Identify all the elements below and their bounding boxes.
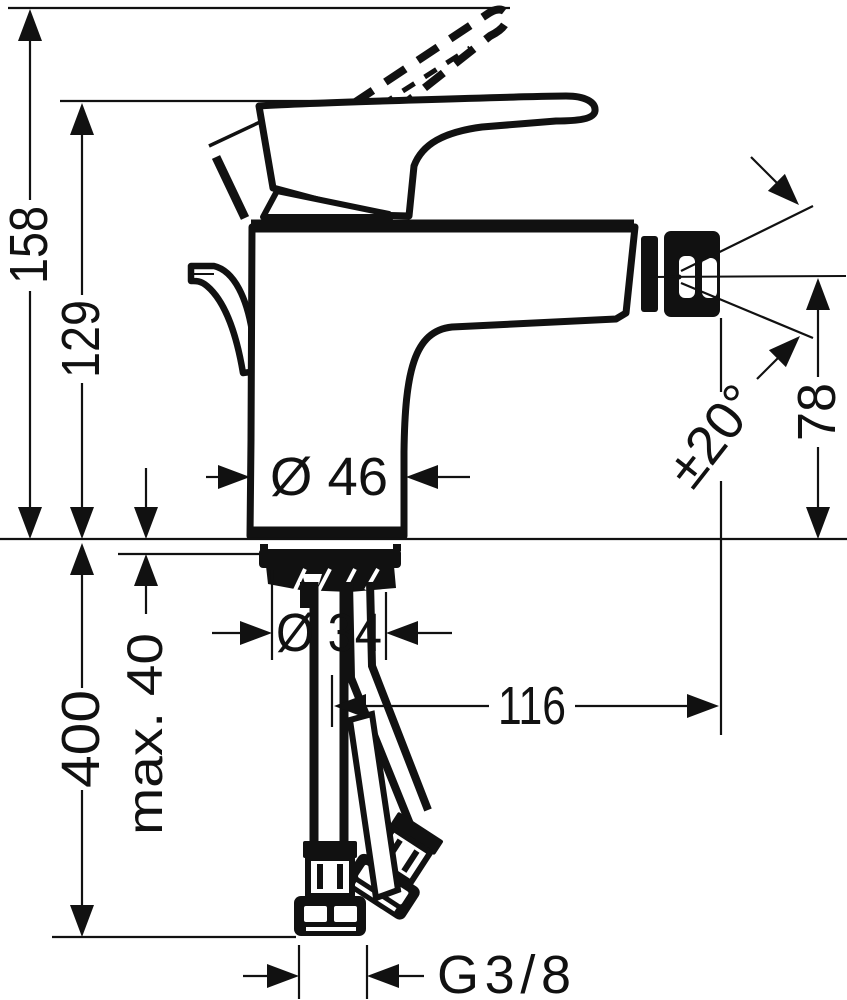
dimension-d34: Ø 34 [212, 570, 452, 663]
swivel-line-down [680, 281, 814, 340]
hose-connector-a [294, 841, 366, 936]
dim-78-label: 78 [787, 383, 847, 441]
dimension-129: 129 [51, 103, 111, 539]
swivel-ball-center [676, 274, 682, 280]
leader-arrow-up [767, 173, 799, 205]
dim-158-label: 158 [0, 206, 59, 284]
cartridge-cap [260, 188, 394, 220]
arrow-129-bottom [70, 507, 94, 539]
dimension-g38: G3/8 [243, 945, 571, 1000]
arrow-400-bottom [70, 905, 94, 937]
handle-raised-outline [285, 5, 512, 177]
arrow-158-bottom [18, 507, 42, 539]
connector-b-bar-2 [401, 849, 420, 873]
dim-400-label: 400 [51, 690, 111, 788]
arrow-d46-right [406, 465, 438, 489]
dimension-78: 78 [787, 278, 847, 539]
swivel-angle-lines [680, 156, 814, 735]
connector-b-nut [389, 812, 443, 855]
faucet-body-outline [246, 223, 639, 540]
dim-116-label: 116 [498, 676, 566, 736]
arrow-d34-left [240, 621, 272, 645]
faucet-body [246, 219, 639, 540]
dim-d34-label: Ø 34 [276, 603, 382, 663]
arrow-129-top [70, 103, 94, 135]
dim-g38-label: G3/8 [437, 945, 571, 1000]
arrow-158-top [18, 9, 42, 41]
reference-lines-top [8, 6, 592, 103]
dim-max40-label: max. 40 [117, 633, 173, 835]
arrow-78-top [806, 278, 830, 310]
mounting-deck [0, 537, 847, 939]
leader-line-down [756, 357, 779, 380]
escutcheon-flange [259, 549, 401, 568]
connector-a-nut [303, 841, 357, 858]
hose-b-edge-1 [345, 581, 414, 826]
dimension-max40: max. 40 [117, 468, 173, 835]
aerator-collar [641, 236, 658, 312]
dimension-400: 400 [51, 543, 111, 937]
arrow-d46-left [218, 465, 250, 489]
arrow-78-bottom [806, 507, 830, 539]
aerator-slot-2 [702, 258, 717, 298]
handle-lever-shape [255, 92, 599, 220]
supply-hoses [294, 581, 443, 936]
arrow-max40-bottom [134, 554, 158, 586]
connector-a-slit [306, 927, 356, 931]
dim-angle-label: ±20° [655, 373, 771, 498]
connector-a-body [305, 855, 355, 899]
arrow-116-left [334, 694, 366, 718]
flange-tick-left [260, 544, 268, 551]
mounting-shank [259, 544, 401, 608]
connector-a-bar-2 [337, 864, 343, 889]
handle-cap-edge [211, 155, 250, 220]
dim-d46-label: Ø 46 [270, 447, 388, 507]
swivel-line-up [680, 205, 814, 272]
dimension-158: 158 [0, 9, 59, 539]
arrow-d34-right [386, 621, 418, 645]
connector-a-window-2 [334, 906, 357, 922]
hose-b-edge-2 [366, 581, 432, 812]
arrow-max40-top [134, 507, 158, 539]
leader-line-up [750, 156, 778, 184]
faucet-handle [255, 92, 599, 220]
connector-a-bar-1 [317, 864, 323, 889]
arrow-g38-right [367, 964, 399, 988]
rod-stub [300, 582, 312, 608]
leader-arrow-down [768, 336, 800, 368]
dimension-d46: Ø 46 [206, 447, 470, 507]
arrow-g38-left [267, 964, 299, 988]
arrow-400-top [70, 543, 94, 575]
pop-up-rod [187, 262, 262, 377]
flange-tick-right [393, 544, 401, 551]
arrow-116-right [687, 694, 719, 718]
dimension-116: 116 [330, 675, 719, 736]
pop-up-rod-shape [187, 262, 262, 377]
dim-129-label: 129 [51, 300, 111, 378]
connector-a-window-1 [304, 906, 327, 922]
